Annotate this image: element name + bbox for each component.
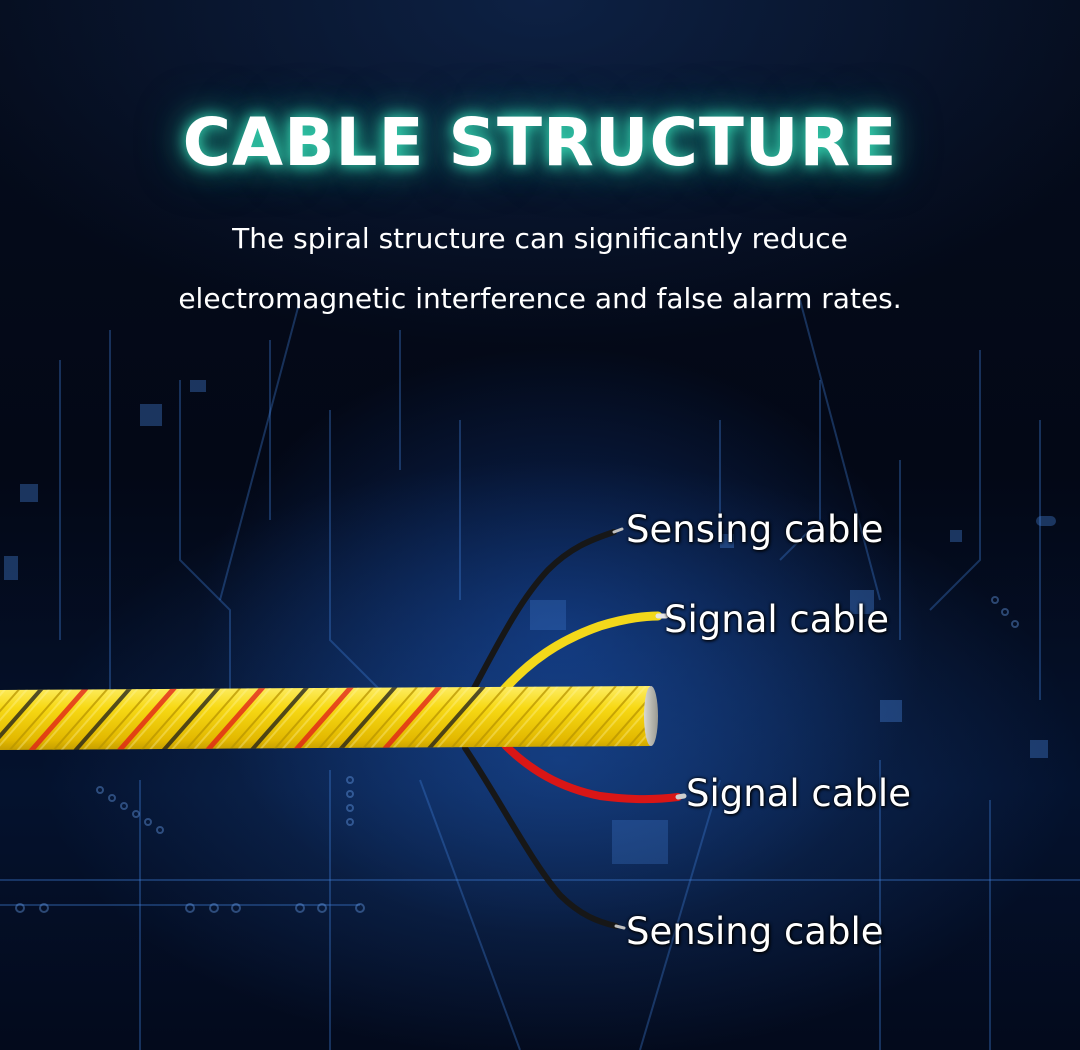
cable-twist-stripe — [668, 686, 726, 752]
cable-twist-highlight — [676, 686, 734, 752]
subtitle-line-1: The spiral structure can significantly r… — [232, 222, 848, 255]
signal-cable-bottom-wire — [501, 741, 682, 804]
label-sensing-cable-top: Sensing cable — [626, 508, 884, 551]
sensing-cable-bottom-wire — [462, 745, 619, 929]
wire-tips — [612, 527, 687, 930]
circuit-pads — [4, 380, 1056, 864]
circuit-traces — [0, 299, 1080, 1050]
page-title: CABLE STRUCTURE — [182, 104, 898, 181]
cable-twist-highlight — [653, 686, 655, 750]
twisted-cable-body — [0, 686, 756, 752]
cable-twist-stripe — [690, 686, 748, 752]
cable-twist-highlight — [698, 686, 756, 752]
signal-cable-top-wire — [495, 611, 663, 699]
circuit-vias — [15, 596, 1019, 913]
sensing-cable-top-wire — [469, 529, 617, 695]
subtitle-line-2: electromagnetic interference and false a… — [178, 282, 902, 315]
cable-end-cap — [644, 686, 658, 746]
label-signal-cable-top: Signal cable — [664, 598, 889, 641]
wires — [462, 529, 682, 929]
label-sensing-cable-bottom: Sensing cable — [626, 910, 884, 953]
label-signal-cable-bottom: Signal cable — [686, 772, 911, 815]
